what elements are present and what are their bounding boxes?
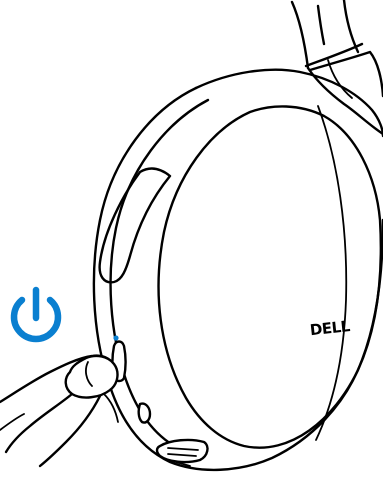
power-icon	[14, 290, 58, 339]
dell-logo: DELL	[309, 317, 351, 339]
hand-finger	[0, 356, 118, 466]
led-indicator	[113, 335, 118, 340]
bottom-slider[interactable]	[157, 440, 207, 466]
side-control-button[interactable]	[139, 404, 150, 423]
ear-cup	[94, 70, 383, 470]
headband	[292, 0, 383, 134]
